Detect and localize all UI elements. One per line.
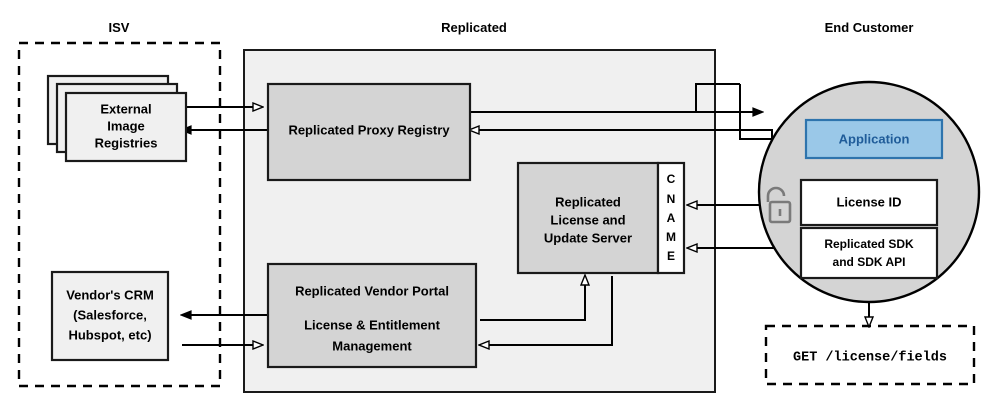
license-id-box [799,178,939,227]
vendors-crm-box [50,270,170,362]
cname-letter-c: C [667,172,676,186]
replicated-proxy-registry[interactable]: Replicated Proxy Registry [266,82,472,182]
zone-label-end-customer: End Customer [825,20,914,35]
sdk-line-2: and SDK API [833,255,906,269]
flow-proxy-out-top [470,83,740,113]
isv-zone-boundary [17,41,222,388]
registry-card-front [64,91,188,163]
vendor-portal-box [266,262,478,369]
cname-strip[interactable]: C N A M E [656,161,686,275]
unlock-icon [766,186,792,224]
vendor-portal-line-2: License & Entitlement [304,317,440,332]
crm-line-2: (Salesforce, [73,307,147,322]
api-call-label: GET /license/fields [793,351,947,366]
replicated-license-and-update-server[interactable]: Replicated License and Update Server [516,161,660,275]
crm-line-3: Hubspot, etc) [68,327,151,342]
cname-letter-n: N [667,192,676,206]
application-box [804,118,944,160]
cname-box [656,161,686,275]
api-call-box [764,324,976,386]
crm-line-1: Vendor's CRM [66,287,154,302]
application-node[interactable]: Application [804,118,944,160]
license-id-label: License ID [836,194,901,209]
zone-label-isv: ISV [109,20,130,35]
zone-label-replicated: Replicated [441,20,507,35]
sdk-line-1: Replicated SDK [824,237,914,251]
flow-vendor-portal-to-license-server [480,276,585,321]
replicated-sdk-box [799,226,939,280]
replicated-vendor-portal[interactable]: Replicated Vendor Portal License & Entit… [266,262,478,369]
external-image-registries[interactable]: External Image Registries [46,74,188,163]
license-server-box [516,161,660,275]
license-server-line-2: License and [550,212,625,227]
vendors-crm[interactable]: Vendor's CRM (Salesforce, Hubspot, etc) [50,270,170,362]
cname-letter-a: A [667,211,676,225]
vendor-portal-line-1: Replicated Vendor Portal [295,283,449,298]
proxy-registry-box [266,82,472,182]
registries-line-2: Image [107,118,145,133]
license-server-line-1: Replicated [555,194,621,209]
flow-license-server-to-vendor-portal [480,276,613,345]
cname-letter-m: M [666,230,676,244]
cname-letter-e: E [667,249,675,263]
replicated-sdk-node[interactable]: Replicated SDK and SDK API [799,226,939,280]
application-label: Application [839,131,910,146]
registries-line-3: Registries [95,135,158,150]
license-id-node[interactable]: License ID [799,178,939,227]
vendor-portal-line-3: Management [332,338,412,353]
license-server-line-3: Update Server [544,230,632,245]
api-call-node[interactable]: GET /license/fields [764,324,976,386]
proxy-registry-label: Replicated Proxy Registry [288,122,450,137]
registries-line-1: External [100,101,151,116]
